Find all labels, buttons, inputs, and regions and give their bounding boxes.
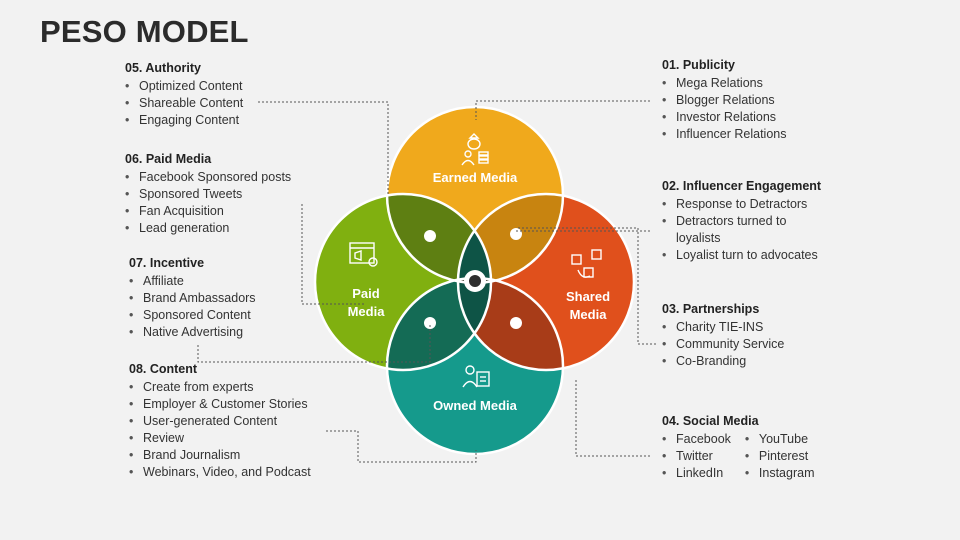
content-block: 08. Content Create from experts Employer…	[129, 361, 311, 481]
list-item: Brand Journalism	[129, 447, 311, 464]
connector-social	[575, 380, 650, 457]
connector-content	[326, 430, 477, 463]
connector-paid-media	[301, 204, 366, 305]
list-item: Community Service	[662, 336, 784, 353]
authority-block: 05. Authority Optimized Content Shareabl…	[125, 60, 243, 129]
connector-partnerships	[516, 227, 656, 345]
list-item: Facebook Sponsored posts	[125, 169, 291, 186]
paid-media-label-line2: Media	[348, 304, 386, 319]
list-item: Facebook	[662, 431, 731, 448]
list-item: Detractors turned to loyalists	[662, 213, 816, 247]
list-item: Pinterest	[745, 448, 815, 465]
publicity-block: 01. Publicity Mega Relations Blogger Rel…	[662, 57, 786, 143]
authority-heading: 05. Authority	[125, 61, 201, 75]
list-item: Optimized Content	[125, 78, 243, 95]
list-item: Influencer Relations	[662, 126, 786, 143]
list-item: Sponsored Content	[129, 307, 256, 324]
overlap-dot	[424, 230, 436, 242]
list-item: Employer & Customer Stories	[129, 396, 311, 413]
shared-media-label-line1: Shared	[566, 289, 610, 304]
influencer-heading: 02. Influencer Engagement	[662, 179, 822, 193]
paid-media-heading: 06. Paid Media	[125, 152, 212, 166]
list-item: Blogger Relations	[662, 92, 786, 109]
paid-media-block: 06. Paid Media Facebook Sponsored posts …	[125, 151, 291, 237]
list-item: Engaging Content	[125, 112, 243, 129]
connector-authority	[258, 101, 389, 196]
page-title: PESO MODEL	[40, 14, 249, 49]
list-item: YouTube	[745, 431, 815, 448]
list-item: Twitter	[662, 448, 731, 465]
list-item: Native Advertising	[129, 324, 256, 341]
list-item: Create from experts	[129, 379, 311, 396]
list-item: Co-Branding	[662, 353, 784, 370]
earned-media-label: Earned Media	[433, 170, 518, 185]
overlap-dot	[424, 317, 436, 329]
list-item: Affiliate	[129, 273, 256, 290]
overlap-dot	[510, 317, 522, 329]
list-item: User-generated Content	[129, 413, 311, 430]
list-item: Investor Relations	[662, 109, 786, 126]
list-item: Sponsored Tweets	[125, 186, 291, 203]
list-item: Loyalist turn to advocates	[662, 247, 821, 264]
shared-media-label-line2: Media	[570, 307, 608, 322]
list-item: Response to Detractors	[662, 196, 821, 213]
list-item: Lead generation	[125, 220, 291, 237]
social-heading: 04. Social Media	[662, 414, 759, 428]
social-media-block: 04. Social Media Facebook Twitter Linked…	[662, 413, 829, 482]
money-bag-person-icon	[461, 133, 489, 166]
content-creator-icon	[462, 365, 490, 388]
overlap-dot	[510, 228, 522, 240]
social-share-icon	[571, 249, 602, 278]
connector-incentive	[197, 325, 431, 363]
partnerships-heading: 03. Partnerships	[662, 302, 760, 316]
partnerships-block: 03. Partnerships Charity TIE-INS Communi…	[662, 301, 784, 370]
list-item: Fan Acquisition	[125, 203, 291, 220]
megaphone-browser-icon	[349, 242, 378, 267]
list-item: Instagram	[745, 465, 815, 482]
incentive-block: 07. Incentive Affiliate Brand Ambassador…	[129, 255, 256, 341]
list-item: Charity TIE-INS	[662, 319, 784, 336]
publicity-heading: 01. Publicity	[662, 58, 735, 72]
list-item: Mega Relations	[662, 75, 786, 92]
list-item: Shareable Content	[125, 95, 243, 112]
incentive-heading: 07. Incentive	[129, 256, 205, 270]
list-item: Brand Ambassadors	[129, 290, 256, 307]
influencer-engagement-block: 02. Influencer Engagement Response to De…	[662, 178, 821, 264]
paid-media-label-line1: Paid	[352, 286, 380, 301]
connector-publicity	[475, 100, 650, 120]
owned-media-label: Owned Media	[433, 398, 518, 413]
list-item: Webinars, Video, and Podcast	[129, 464, 311, 481]
list-item: Review	[129, 430, 311, 447]
content-heading: 08. Content	[129, 362, 198, 376]
list-item: LinkedIn	[662, 465, 731, 482]
